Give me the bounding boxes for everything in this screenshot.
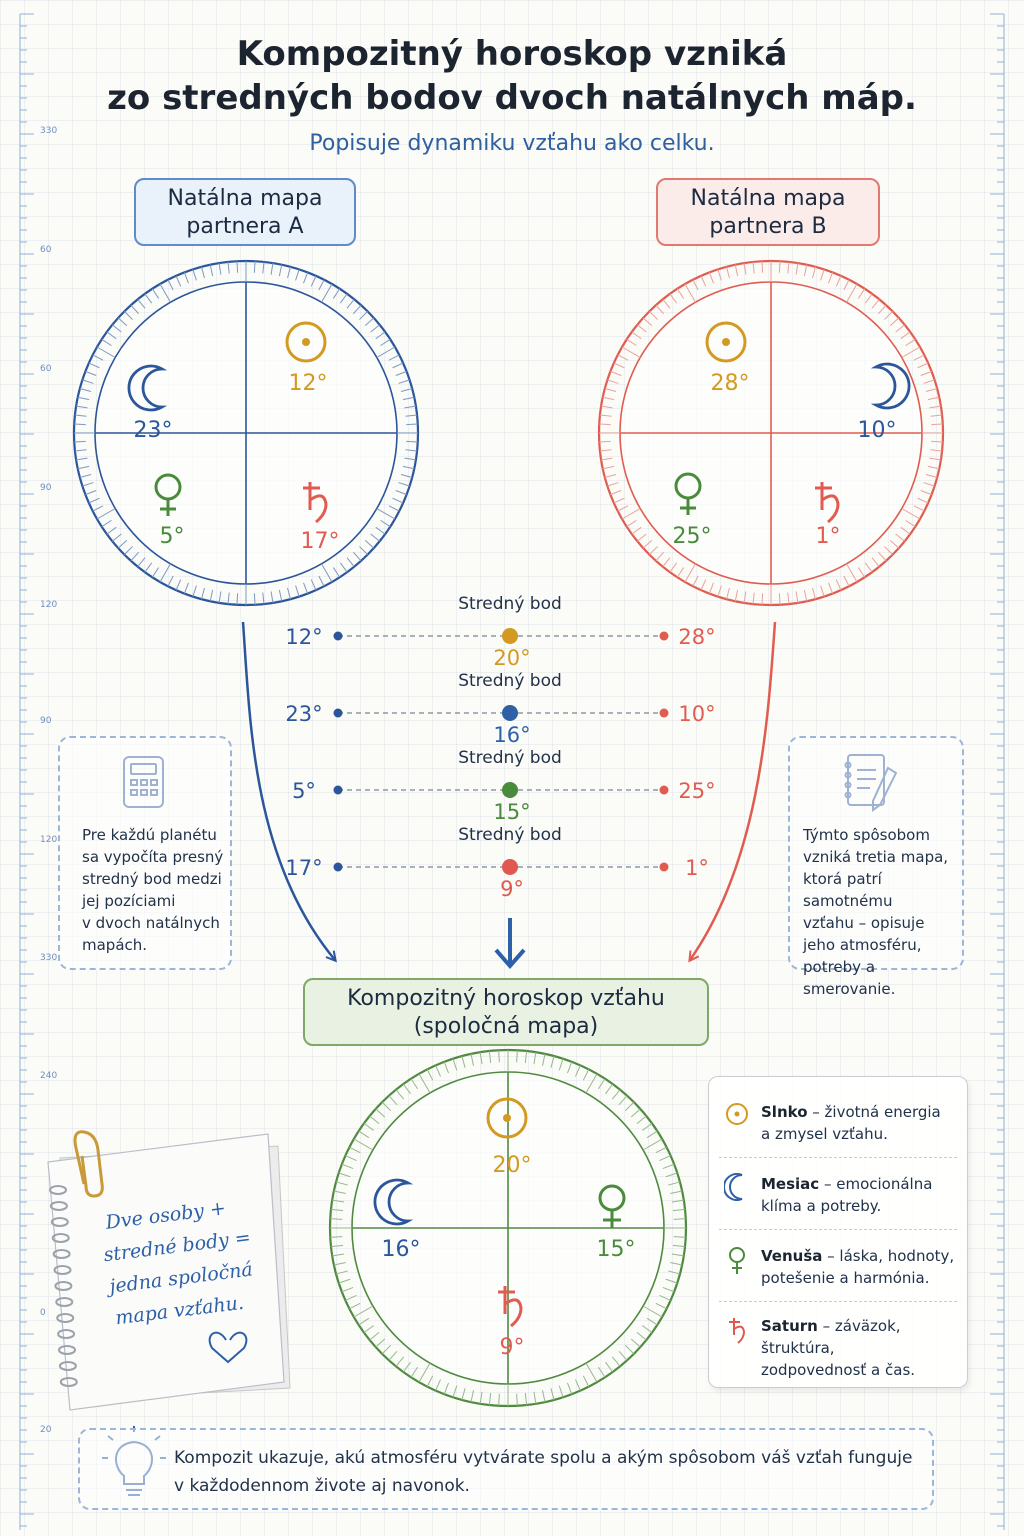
svg-text:330: 330 — [40, 953, 57, 963]
legend-venus-icon — [729, 1247, 745, 1274]
svg-text:120: 120 — [40, 835, 57, 845]
midpoint-dot — [502, 782, 518, 798]
svg-text:120: 120 — [40, 600, 57, 610]
midpoint-value-b: 28° — [678, 625, 715, 649]
midpoint-row: Stredný bod 23° 10° 16° — [285, 671, 715, 747]
note-right: Týmto spôsobom vzniká tretia mapa, ktorá… — [788, 736, 964, 998]
midpoint-value-a: 17° — [285, 856, 322, 880]
midpoint-dot — [502, 705, 518, 721]
composite-moon-degree: 16° — [382, 1237, 421, 1262]
svg-text:330: 330 — [40, 126, 57, 136]
chart-b-saturn-degree: 1° — [816, 524, 841, 549]
midpoint-value: 20° — [493, 646, 530, 670]
midpoint-value-b: 1° — [685, 856, 709, 880]
composite-venus-degree: 15° — [597, 1237, 636, 1262]
composite-moon-icon — [373, 1178, 414, 1226]
midpoint-value: 16° — [493, 723, 530, 747]
sticky-note — [47, 1130, 291, 1411]
midpoint-dot — [502, 628, 518, 644]
chart-b-moon-icon — [870, 362, 911, 410]
chart-b-sun-icon — [705, 321, 747, 363]
midpoint-dot-a — [333, 862, 343, 872]
chart-b-moon-degree: 10° — [858, 418, 897, 443]
composite-sun-icon — [486, 1097, 528, 1139]
midpoint-row: Stredný bod 5° 25° 15° — [292, 748, 716, 824]
chart-a-moon-icon — [127, 364, 168, 412]
composite-saturn-icon — [498, 1286, 523, 1328]
composite-sun-degree: 20° — [493, 1153, 532, 1178]
svg-text:90: 90 — [40, 716, 52, 726]
arrow-a-to-composite — [241, 621, 335, 960]
note-left: Pre každú planétu sa vypočíta presný str… — [58, 736, 232, 970]
midpoint-dot-b — [659, 708, 669, 718]
chart-a-sun-degree: 12° — [289, 371, 328, 396]
composite-saturn-degree: 9° — [500, 1335, 525, 1360]
paperclip-icon — [73, 1130, 104, 1198]
title-line-2: zo stredných bodov dvoch natálnych máp. — [107, 78, 917, 118]
chart-a-saturn-icon — [303, 482, 328, 524]
chart-b-label: Natálna mapa partnera B — [656, 178, 880, 246]
heart-icon — [208, 1331, 248, 1364]
chart-a-sun-icon — [285, 321, 327, 363]
chart-b-saturn-icon — [815, 482, 840, 524]
midpoint-label: Stredný bod — [458, 671, 562, 691]
midpoint-value-b: 10° — [678, 702, 715, 726]
chart-a-venus-icon — [154, 473, 182, 516]
composite-venus-icon — [598, 1184, 626, 1228]
arrow-down-to-composite — [494, 918, 526, 970]
chart-b-venus-icon — [674, 472, 702, 515]
midpoint-label: Stredný bod — [458, 825, 562, 845]
composite-wheel — [328, 1048, 688, 1408]
chart-b-sun-degree: 28° — [711, 371, 750, 396]
svg-text:20: 20 — [40, 1425, 52, 1435]
midpoint-value: 9° — [500, 877, 524, 901]
midpoint-dot-a — [333, 631, 343, 641]
svg-text:90: 90 — [40, 483, 52, 493]
midpoint-value-a: 12° — [285, 625, 322, 649]
page-subtitle: Popisuje dynamiku vzťahu ako celku. — [309, 131, 715, 156]
chart-b-venus-degree: 25° — [673, 524, 712, 549]
title-line-1: Kompozitný horoskop vzniká — [236, 34, 788, 74]
chart-a-label: Natálna mapa partnera A — [134, 178, 356, 246]
midpoint-row: Stredný bod 17° 1° 9° — [285, 825, 709, 901]
page-title: Kompozitný horoskop vzniká zo stredných … — [0, 32, 1024, 120]
midpoint-row: Stredný bod 12° 28° 20° — [285, 594, 715, 670]
midpoint-dot-a — [333, 708, 343, 718]
midpoint-dot — [502, 859, 518, 875]
svg-text:60: 60 — [40, 245, 52, 255]
chart-a-moon-degree: 23° — [134, 418, 173, 443]
legend-saturn-icon — [729, 1318, 746, 1344]
midpoint-label: Stredný bod — [458, 748, 562, 768]
svg-text:0: 0 — [40, 1308, 46, 1318]
chart-a-venus-degree: 5° — [160, 524, 185, 549]
bottom-info-box: Kompozit ukazuje, akú atmosféru vytvárat… — [78, 1428, 934, 1510]
midpoint-dot-b — [659, 862, 669, 872]
midpoint-dot-b — [659, 785, 669, 795]
midpoint-value-a: 5° — [292, 779, 316, 803]
svg-text:240: 240 — [40, 1071, 57, 1081]
composite-label: Kompozitný horoskop vzťahu (spoločná map… — [303, 978, 709, 1046]
midpoint-dot-a — [333, 785, 343, 795]
chart-a-wheel — [72, 259, 420, 607]
legend-sun-icon — [726, 1103, 748, 1125]
legend-moon-icon — [724, 1173, 743, 1201]
midpoint-value-a: 23° — [285, 702, 322, 726]
svg-text:60: 60 — [40, 364, 52, 374]
chart-a-saturn-degree: 17° — [301, 529, 340, 554]
arrow-b-to-composite — [690, 621, 777, 960]
midpoint-dot-b — [659, 631, 669, 641]
midpoint-value: 15° — [493, 800, 530, 824]
midpoint-value-b: 25° — [678, 779, 715, 803]
midpoint-label: Stredný bod — [458, 594, 562, 614]
